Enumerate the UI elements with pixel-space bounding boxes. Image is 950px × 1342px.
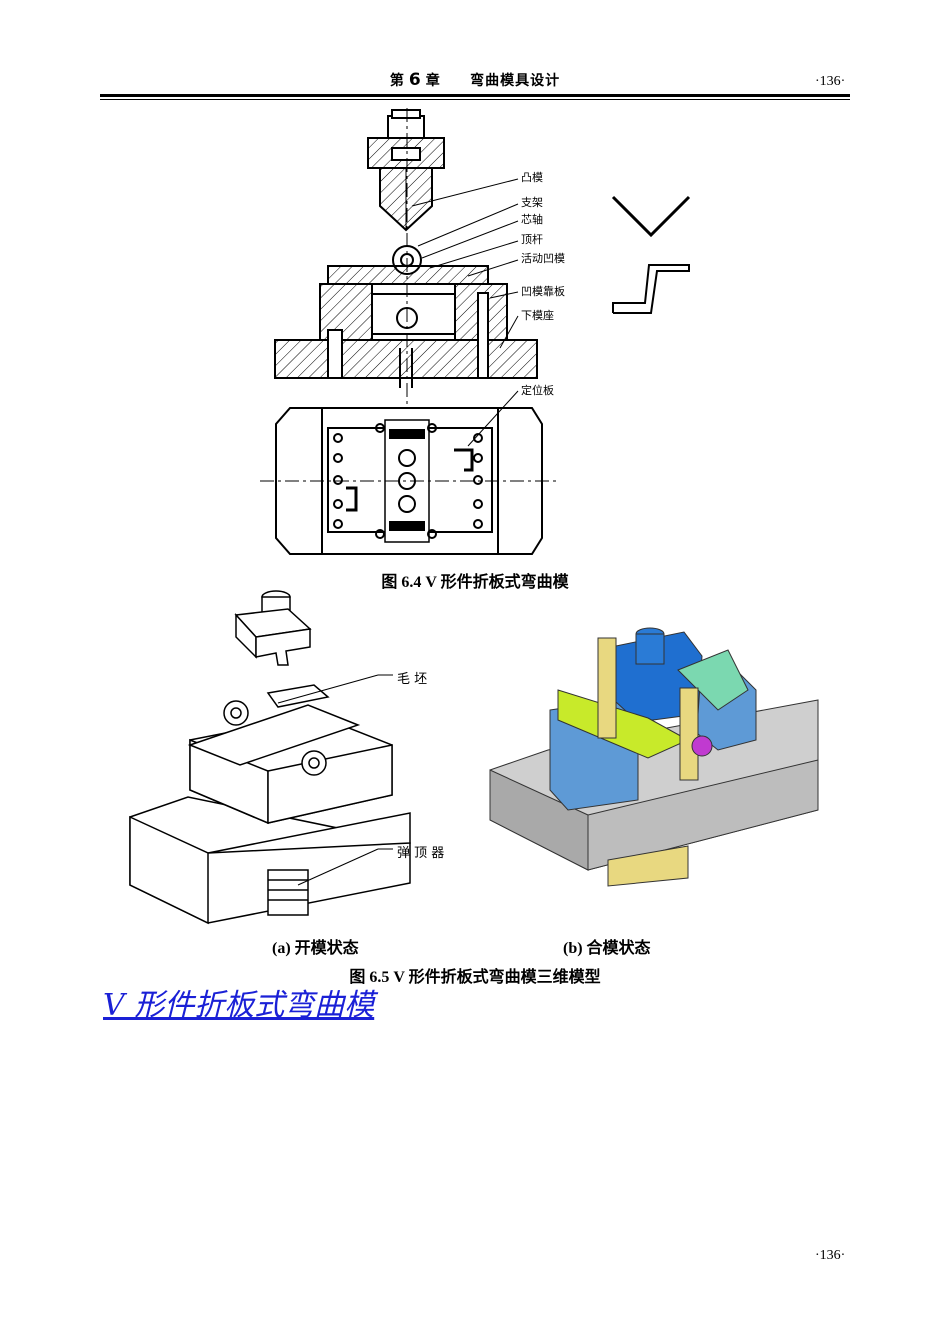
lower-die-base xyxy=(274,339,538,379)
figure-6-5a-drawing xyxy=(129,590,411,925)
label-locating-plate: 定位板 xyxy=(521,384,554,397)
label-ejector: 弹 顶 器 xyxy=(397,846,445,861)
label-movable-die: 活动凹模 xyxy=(521,252,565,265)
figure-6-4-drawing xyxy=(260,108,560,555)
header-rule-thick xyxy=(100,94,850,97)
footer-page-number: ·136· xyxy=(815,1248,846,1263)
movable-die xyxy=(327,265,489,285)
label-punch: 凸模 xyxy=(521,171,543,184)
figure-6-5a-subcaption: (a) 开模状态 xyxy=(272,940,359,957)
chapter-suffix: 章 xyxy=(425,73,441,89)
figure-6-5-caption: 图 6.5 V 形件折板式弯曲模三维模型 xyxy=(349,969,601,986)
chapter-title: 弯曲模具设计 xyxy=(470,73,561,89)
v-bending-die-link[interactable]: V 形件折板式弯曲模 xyxy=(103,988,375,1023)
label-blank: 毛 坯 xyxy=(397,672,428,687)
punch-assembly xyxy=(367,109,445,232)
label-die-backplate: 凹模靠板 xyxy=(521,285,565,298)
punch-3d xyxy=(234,590,312,666)
header-page-number: ·136· xyxy=(815,74,846,89)
plan-view xyxy=(260,407,560,555)
header-rule-thin xyxy=(100,99,850,100)
label-lower-die-base: 下模座 xyxy=(521,309,554,322)
chapter-number: 6 xyxy=(408,70,422,90)
label-mandrel: 芯轴 xyxy=(521,213,543,226)
figure-6-4-caption: 图 6.4 V 形件折板式弯曲模 xyxy=(381,574,569,591)
label-bracket: 支架 xyxy=(521,196,543,209)
figure-6-5b-subcaption: (b) 合模状态 xyxy=(563,940,651,957)
label-ejector-pin: 顶杆 xyxy=(521,233,543,246)
figure-6-5b-model xyxy=(489,627,819,887)
chapter-prefix: 第 xyxy=(389,73,405,89)
part-shape-sketches xyxy=(611,195,691,314)
